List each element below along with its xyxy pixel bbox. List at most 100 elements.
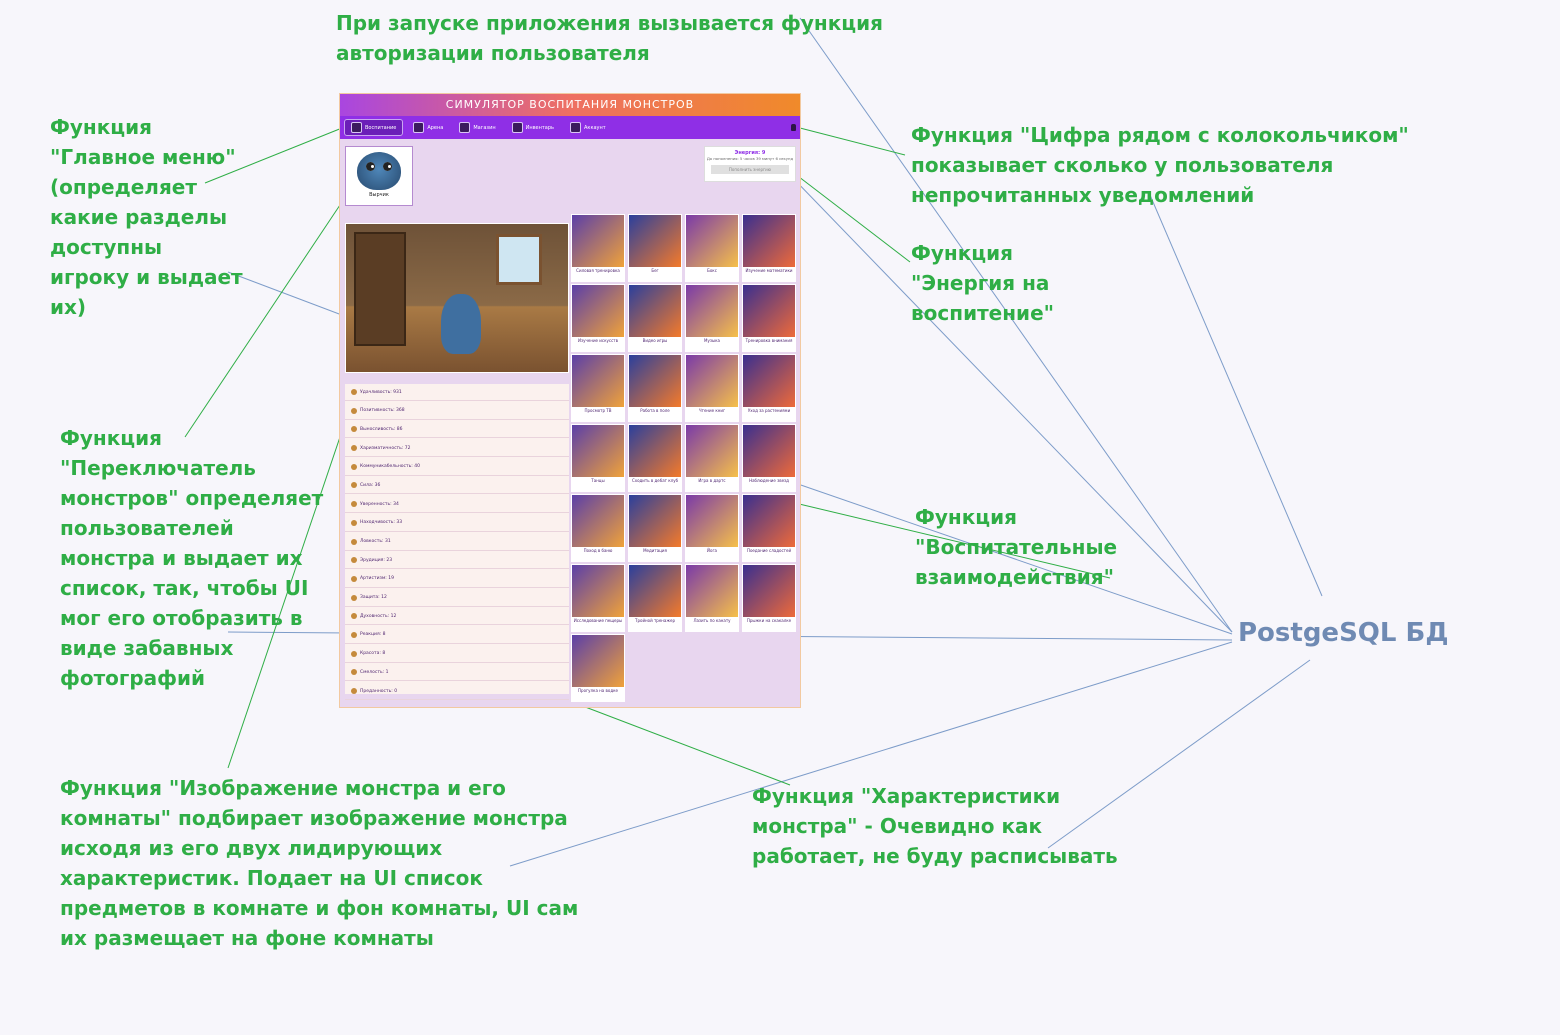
activity-tile[interactable]: Бокс xyxy=(685,214,739,282)
activity-tile[interactable]: Танцы xyxy=(571,424,625,492)
activity-tile[interactable]: Сходить в дебат клуб xyxy=(628,424,682,492)
stat-row: Ловкость: 31 xyxy=(345,534,569,551)
stat-icon xyxy=(351,669,357,676)
activity-label: Прыжки на скакалке xyxy=(746,618,792,623)
activity-tile[interactable]: Лазить по канату xyxy=(685,564,739,632)
stat-label: Красота: 8 xyxy=(360,651,386,657)
green-line-menu xyxy=(204,127,343,184)
room-monster xyxy=(441,294,481,354)
stat-row: Духовность: 12 xyxy=(345,608,569,626)
activity-tile[interactable]: Чтение книг xyxy=(685,354,739,422)
activity-tile[interactable]: Тройной тренажер xyxy=(628,564,682,632)
stat-row: Красота: 8 xyxy=(345,646,569,663)
stat-row: Артистизм: 19 xyxy=(345,571,569,588)
stat-icon xyxy=(351,650,357,657)
stat-row: Удачливость: 931 xyxy=(345,384,569,401)
monster-switcher[interactable]: Вырчик xyxy=(345,146,413,206)
activity-label: Йога xyxy=(707,548,717,553)
stat-label: Преданность: 0 xyxy=(360,688,398,694)
activity-tile[interactable]: Игра в дартс xyxy=(685,424,739,492)
stat-row: Харизматичность: 72 xyxy=(345,440,569,458)
green-line-energy xyxy=(789,169,911,263)
wardrobe xyxy=(354,232,406,346)
activity-image xyxy=(572,215,624,267)
nav-item-inventory[interactable]: Инвентарь xyxy=(506,120,560,135)
stat-row: Смелость: 1 xyxy=(345,664,569,682)
activity-tile[interactable]: Исследование пещеры xyxy=(571,564,625,632)
db-line-room xyxy=(509,641,1233,867)
activity-image xyxy=(629,355,681,407)
nav-item-account[interactable]: Аккаунт xyxy=(564,120,612,135)
stat-label: Артистизм: 19 xyxy=(360,576,394,582)
activity-tile[interactable]: Видео игры xyxy=(628,284,682,352)
activity-tile[interactable]: Йога xyxy=(685,494,739,562)
nav-item-upbringing[interactable]: Воспитание xyxy=(344,119,404,136)
activity-image xyxy=(629,425,681,477)
activity-tile[interactable]: Изучение математики xyxy=(742,214,796,282)
stat-icon xyxy=(351,389,357,395)
energy-panel: Энергия: 9 До пополнения: 5 часов 39 мин… xyxy=(704,146,796,182)
green-line-interactions xyxy=(794,502,1111,579)
stat-label: Защита: 12 xyxy=(360,595,387,601)
activity-label: Изучение искусств xyxy=(578,338,618,343)
activity-image xyxy=(629,495,681,547)
stat-icon xyxy=(351,538,357,545)
annotation-switcher: Функция "Переключатель монстров" определ… xyxy=(60,426,324,690)
activity-tile[interactable]: Бег xyxy=(628,214,682,282)
activity-tile[interactable]: Прыжки на скакалке xyxy=(742,564,796,632)
activity-label: Работа в поле xyxy=(640,408,670,413)
activity-tile[interactable]: Медитация xyxy=(628,494,682,562)
db-line-energy xyxy=(789,174,1233,633)
inventory-icon xyxy=(511,122,523,133)
activity-tile[interactable]: Просмотр ТВ xyxy=(571,354,625,422)
stat-label: Ловкость: 31 xyxy=(360,539,391,544)
activity-tile[interactable]: Изучение искусств xyxy=(571,284,625,352)
activity-tile[interactable]: Силовая тренировка xyxy=(571,214,625,282)
nav-item-shop[interactable]: Магазин xyxy=(453,120,501,135)
monster-name: Вырчик xyxy=(369,192,389,198)
stat-label: Находчивость: 33 xyxy=(360,520,403,526)
activity-tile[interactable]: Тренировка внимания xyxy=(742,284,796,352)
annotation-login: При запуске приложения вызывается функци… xyxy=(336,11,883,65)
activity-image xyxy=(686,215,738,267)
activity-image xyxy=(686,285,738,337)
shop-icon xyxy=(459,122,471,133)
activity-label: Тройной тренажер xyxy=(635,618,675,623)
activity-image xyxy=(572,425,624,477)
stat-icon xyxy=(351,501,357,508)
activity-image xyxy=(686,425,738,477)
stat-label: Сила: 36 xyxy=(360,482,381,488)
db-line-interactions xyxy=(794,482,1233,635)
energy-label: Энергия: 9 xyxy=(734,150,766,156)
activity-label: Уход за растениями xyxy=(747,408,791,413)
annotation-energy: Функция "Энергия на воспитение" xyxy=(911,241,1055,325)
activity-tile[interactable]: Уход за растениями xyxy=(742,354,796,422)
stat-row: Преданность: 0 xyxy=(345,683,569,700)
activity-label: Бег xyxy=(651,268,659,273)
activity-image xyxy=(629,285,681,337)
activity-tile[interactable]: Прогулка на водке xyxy=(571,634,625,702)
activity-label: Музыка xyxy=(704,338,720,343)
activity-image xyxy=(743,285,795,337)
activity-image xyxy=(572,495,624,547)
activity-image xyxy=(743,565,795,617)
annotation-bell: Функция "Цифра рядом с колокольчиком" по… xyxy=(911,123,1409,207)
activity-tile[interactable]: Поход в баню xyxy=(571,494,625,562)
stat-row: Сила: 36 xyxy=(345,477,569,495)
activity-image xyxy=(572,285,624,337)
stat-icon xyxy=(351,463,357,470)
activity-tile[interactable]: Наблюдение звезд xyxy=(742,424,796,492)
db-line-bell xyxy=(1149,194,1323,597)
activity-tile[interactable]: Поедание сладостей xyxy=(742,494,796,562)
stat-icon xyxy=(351,594,357,601)
nav-item-arena[interactable]: Арена xyxy=(407,120,449,135)
bell-icon[interactable] xyxy=(791,124,796,131)
activity-tile[interactable]: Музыка xyxy=(685,284,739,352)
energy-button[interactable]: Пополнить энергию xyxy=(711,165,789,174)
activity-image xyxy=(686,355,738,407)
activity-tile[interactable]: Работа в поле xyxy=(628,354,682,422)
annotation-room-image: Функция "Изображение монстра и его комна… xyxy=(60,776,579,950)
stat-row: Защита: 12 xyxy=(345,590,569,607)
stat-label: Эрудиция: 23 xyxy=(360,557,393,563)
activity-label: Поход в баню xyxy=(583,548,613,553)
